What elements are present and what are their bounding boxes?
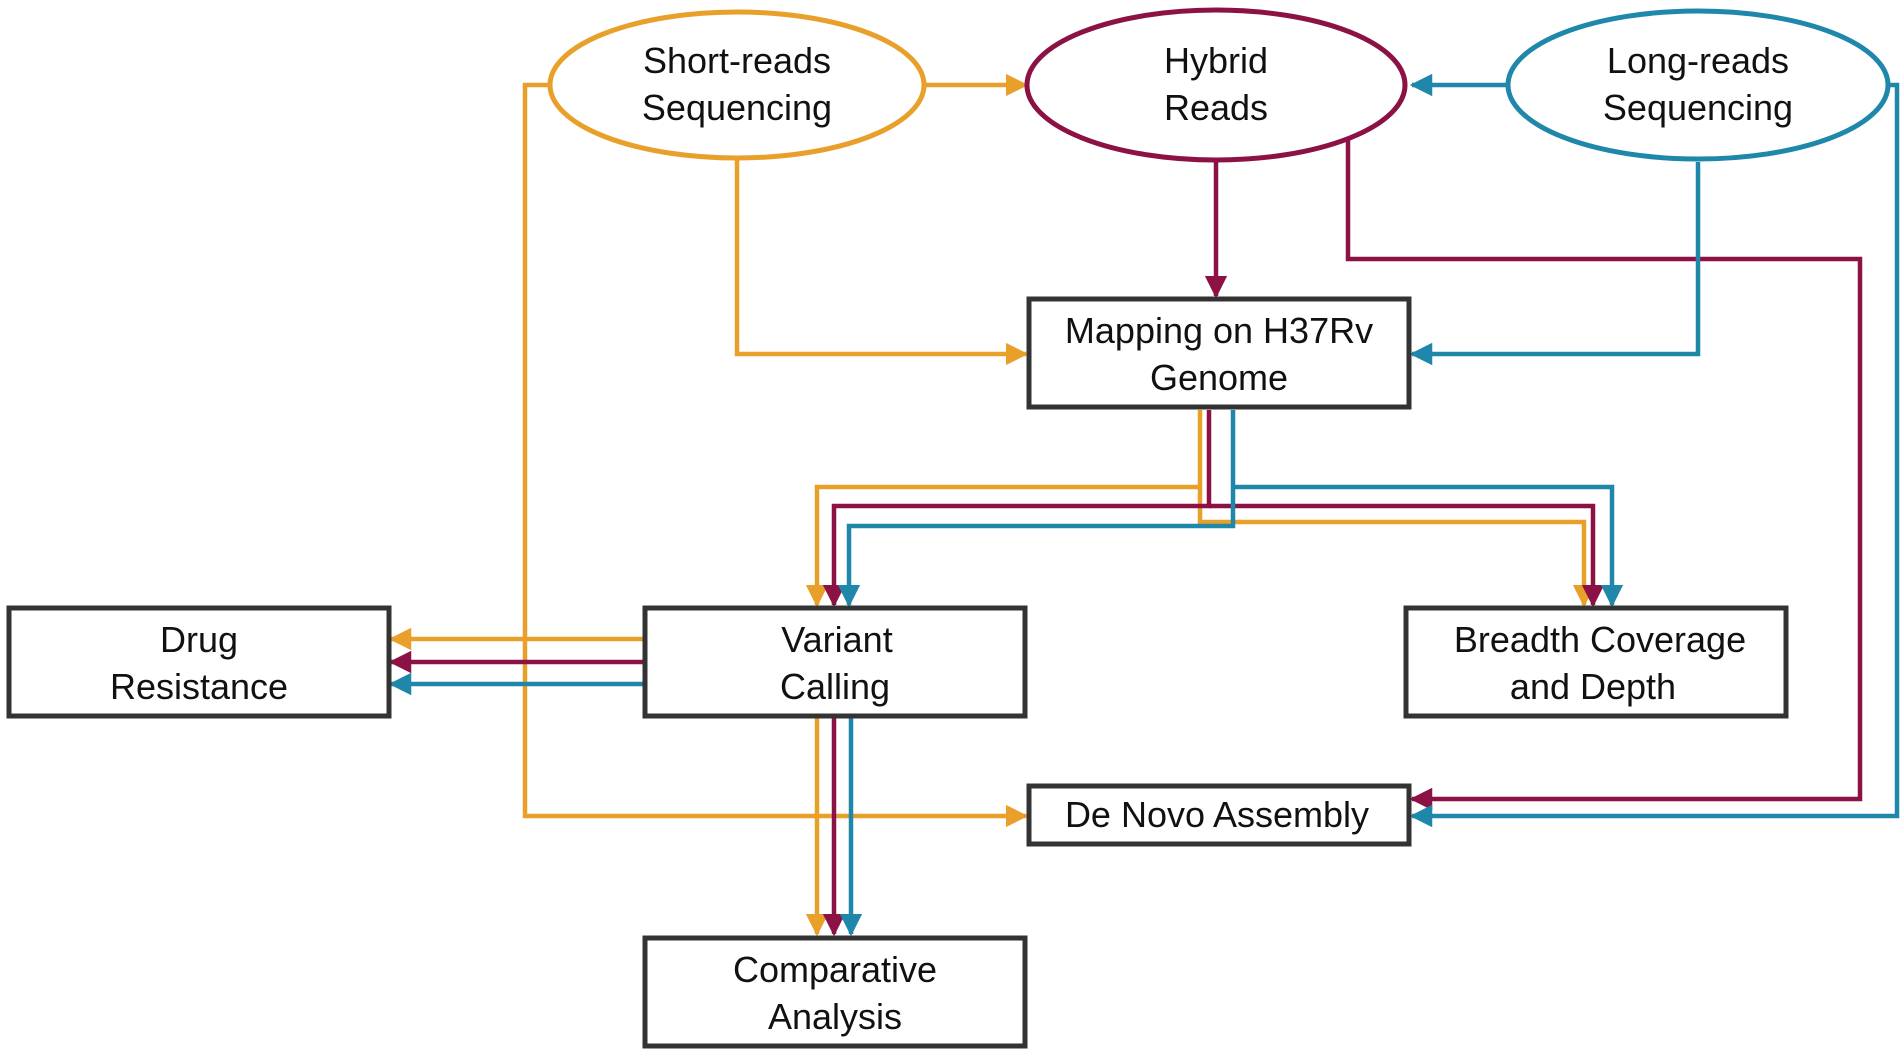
edge-long-to-denovo (1409, 82, 1900, 828)
drug-resistance-label-line1: Drug (160, 619, 238, 660)
edge-mapping-to-variant-long (837, 410, 1236, 608)
drug-resistance-label-line2: Resistance (110, 666, 288, 707)
breadth-coverage-label-line2: and Depth (1510, 666, 1676, 707)
long-reads-connectors (388, 73, 1900, 937)
mapping-node: Mapping on H37Rv Genome (1026, 296, 1412, 410)
de-novo-label: De Novo Assembly (1065, 794, 1369, 835)
variant-calling-label-line2: Calling (780, 666, 890, 707)
hybrid-reads-label-line2: Reads (1164, 87, 1268, 128)
long-reads-label-line2: Sequencing (1603, 87, 1793, 128)
hybrid-reads-label-line1: Hybrid (1164, 40, 1268, 81)
de-novo-assembly-node: De Novo Assembly (1026, 783, 1412, 847)
short-reads-label-line1: Short-reads (643, 40, 831, 81)
edge-short-to-mapping (734, 158, 1029, 366)
hybrid-reads-node: Hybrid Reads (1024, 7, 1408, 163)
edge-mapping-to-variant-hybrid (822, 410, 1212, 608)
hybrid-reads-connectors (388, 140, 1863, 937)
edge-short-to-denovo (522, 82, 1029, 828)
long-reads-label-line1: Long-reads (1607, 40, 1789, 81)
comparative-label-line1: Comparative (733, 949, 937, 990)
edge-hybrid-to-denovo (1345, 140, 1863, 811)
comparative-label-line2: Analysis (768, 996, 902, 1037)
variant-calling-label-line1: Variant (781, 619, 892, 660)
breadth-coverage-label-line1: Breadth Coverage (1454, 619, 1746, 660)
drug-resistance-node: Drug Resistance (6, 605, 392, 719)
edge-mapping-to-breadth-long (1233, 484, 1624, 608)
edge-mapping-to-breadth-hybrid (1209, 503, 1605, 608)
long-reads-node: Long-reads Sequencing (1505, 8, 1891, 162)
short-reads-node: Short-reads Sequencing (547, 9, 927, 161)
edge-mapping-to-variant-short (805, 410, 1203, 608)
breadth-coverage-node: Breadth Coverage and Depth (1403, 605, 1789, 719)
mapping-label-line2: Genome (1150, 357, 1288, 398)
mapping-label-line1: Mapping on H37Rv (1065, 310, 1373, 351)
short-reads-label-line2: Sequencing (642, 87, 832, 128)
variant-calling-node: Variant Calling (642, 605, 1028, 719)
comparative-analysis-node: Comparative Analysis (642, 935, 1028, 1049)
edge-long-to-mapping (1409, 162, 1701, 366)
